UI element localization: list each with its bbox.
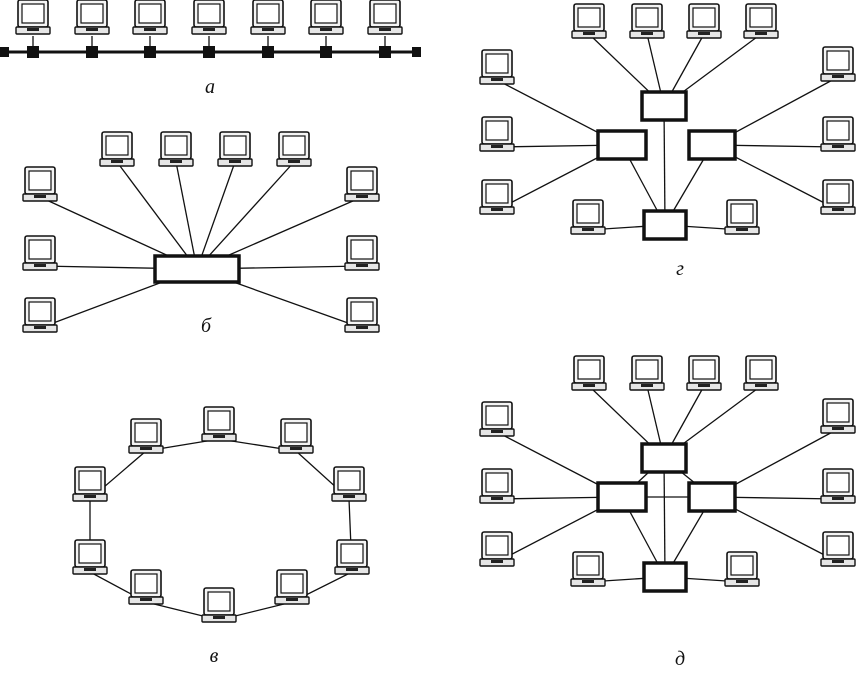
tree-hub-top (640, 90, 688, 122)
computer-monitor-icon (201, 587, 237, 623)
computer-monitor-icon (128, 569, 164, 605)
computer-monitor-icon (571, 355, 607, 391)
star-hub (153, 254, 241, 284)
computer-monitor-icon (743, 3, 779, 39)
computer-monitor-icon (99, 131, 135, 167)
bus-tap (262, 46, 274, 58)
bus-tap (27, 46, 39, 58)
computer-monitor-icon (820, 179, 856, 215)
network-workstations (15, 0, 856, 623)
bus-tap (379, 46, 391, 58)
computer-monitor-icon (629, 355, 665, 391)
computer-monitor-icon (479, 179, 515, 215)
trunk-cable (663, 105, 666, 226)
computer-monitor-icon (629, 3, 665, 39)
computer-monitor-icon (132, 0, 168, 35)
bus-tap (144, 46, 156, 58)
tree-hub-left (596, 129, 648, 161)
computer-monitor-icon (72, 539, 108, 575)
computer-monitor-icon (331, 466, 367, 502)
computer-monitor-icon (686, 3, 722, 39)
network-wires (4, 33, 839, 621)
computer-monitor-icon (201, 406, 237, 442)
star-cable (116, 161, 198, 270)
computer-monitor-icon (820, 116, 856, 152)
computer-monitor-icon (479, 531, 515, 567)
computer-monitor-icon (571, 3, 607, 39)
label-tree-topology: г (676, 258, 684, 280)
computer-monitor-icon (308, 0, 344, 35)
computer-monitor-icon (334, 539, 370, 575)
computer-monitor-icon (724, 551, 760, 587)
star-cable (175, 161, 198, 270)
computer-monitor-icon (570, 199, 606, 235)
tree-hub-top (640, 442, 688, 474)
computer-monitor-icon (686, 355, 722, 391)
star-cable (196, 161, 236, 270)
trunk-cable (663, 457, 666, 578)
computer-monitor-icon (479, 401, 515, 437)
computer-monitor-icon (820, 398, 856, 434)
computer-monitor-icon (820, 46, 856, 82)
computer-monitor-icon (344, 297, 380, 333)
tree-hub-right (687, 129, 737, 161)
computer-monitor-icon (278, 418, 314, 454)
computer-monitor-icon (250, 0, 286, 35)
bus-terminator (412, 47, 421, 57)
computer-monitor-icon (820, 531, 856, 567)
bus-terminator (0, 47, 9, 57)
computer-monitor-icon (276, 131, 312, 167)
computer-monitor-icon (479, 116, 515, 152)
computer-monitor-icon (22, 297, 58, 333)
tree-hub-right (687, 481, 737, 513)
tree-hub-bottom (642, 209, 688, 241)
computer-monitor-icon (15, 0, 51, 35)
label-mesh-topology: д (675, 648, 685, 670)
computer-monitor-icon (22, 235, 58, 271)
computer-monitor-icon (820, 468, 856, 504)
label-ring-topology: в (210, 645, 219, 667)
bus-tap (86, 46, 98, 58)
computer-monitor-icon (72, 466, 108, 502)
computer-monitor-icon (74, 0, 110, 35)
computer-monitor-icon (367, 0, 403, 35)
computer-monitor-icon (344, 235, 380, 271)
computer-monitor-icon (191, 0, 227, 35)
computer-monitor-icon (158, 131, 194, 167)
computer-monitor-icon (22, 166, 58, 202)
label-star-topology: б (201, 315, 212, 337)
computer-monitor-icon (479, 49, 515, 85)
computer-monitor-icon (479, 468, 515, 504)
computer-monitor-icon (743, 355, 779, 391)
computer-monitor-icon (217, 131, 253, 167)
bus-tap (203, 46, 215, 58)
label-bus-topology: а (205, 76, 215, 98)
computer-monitor-icon (128, 418, 164, 454)
computer-monitor-icon (274, 569, 310, 605)
computer-monitor-icon (570, 551, 606, 587)
tree-hub-bottom (642, 561, 688, 593)
star-cable (196, 161, 295, 270)
tree-hub-left (596, 481, 648, 513)
network-hubs (0, 46, 737, 593)
bus-tap (320, 46, 332, 58)
computer-monitor-icon (344, 166, 380, 202)
computer-monitor-icon (724, 199, 760, 235)
